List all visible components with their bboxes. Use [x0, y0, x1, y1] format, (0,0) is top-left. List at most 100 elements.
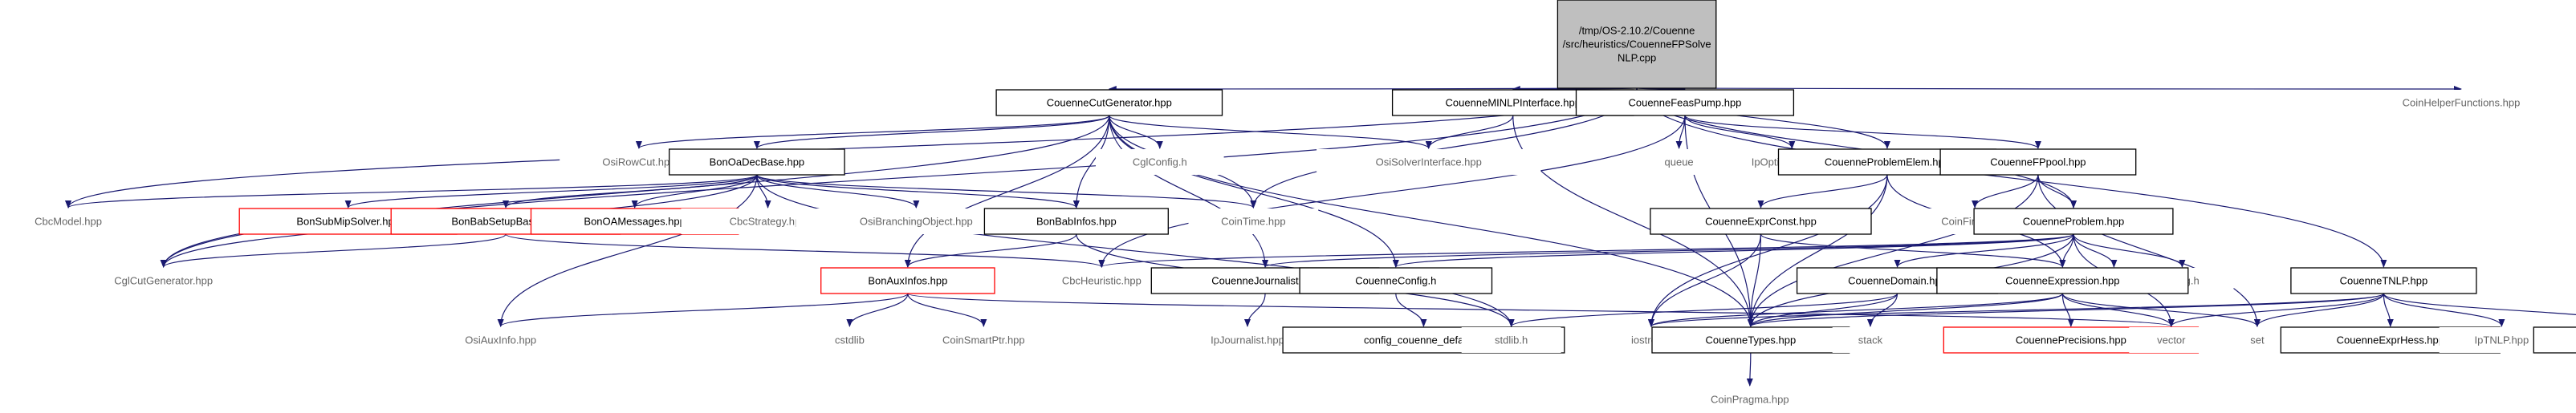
node-fppool-label: CouenneFPpool.hpp — [1990, 156, 2086, 168]
edge-auxinfos-to-cstdlib — [846, 293, 909, 327]
node-layer: /tmp/OS-2.10.2/Couenne/src/heuristics/Co… — [5, 0, 2576, 412]
edge-osdecbase-to-babinfos — [756, 174, 1080, 209]
node-expression-box — [1936, 267, 2189, 294]
node-exprconst-box — [1650, 208, 1872, 235]
node-problem[interactable]: CouenneProblem.hpp — [1973, 208, 2174, 235]
node-stack-box — [1832, 327, 1909, 353]
node-problem-box — [1973, 208, 2174, 235]
edge-problem-to-stringh — [2073, 233, 2186, 268]
edge-tnlp-to-exprhess — [2383, 293, 2394, 327]
node-types-label: CouenneTypes.hpp — [1705, 334, 1796, 346]
edge-types-to-coinpragma — [1746, 352, 1753, 387]
edge-auxinfos-to-vector — [907, 293, 2175, 327]
node-exprconst[interactable]: CouenneExprConst.hpp — [1650, 208, 1872, 235]
node-exprjac[interactable]: CouenneExprJac.hpp — [2533, 326, 2576, 354]
edge-osdecbase-to-osiauxinfo — [497, 174, 758, 327]
edge-tnlp-to-iptnlp — [2383, 293, 2505, 327]
edge-osdecbase-to-cbcmodel — [65, 174, 758, 209]
node-tnlp[interactable]: CouenneTNLP.hpp — [2290, 267, 2477, 294]
node-cutgen[interactable]: CouenneCutGenerator.hpp — [995, 89, 1223, 116]
edge-feaspump-to-ipopts — [1684, 115, 1796, 149]
edge-auxinfos-to-osiauxinfo — [497, 293, 909, 327]
edge-babsetup-to-cglcutgen — [160, 233, 507, 268]
node-set-label: set — [2250, 334, 2265, 346]
node-expression[interactable]: CouenneExpression.hpp — [1936, 267, 2189, 294]
edge-expression-to-set — [2061, 293, 2261, 327]
node-solverif-box — [1316, 149, 1541, 175]
node-exprhess-label: CouenneExprHess.hpp — [2337, 334, 2444, 346]
edge-journalist-to-ipjournal — [1244, 293, 1266, 327]
node-cbcmodel: CbcModel.hpp — [5, 209, 132, 234]
edge-exprconst-to-iostream — [1647, 233, 1762, 327]
node-feaspump-label: CouenneFeasPump.hpp — [1628, 97, 1741, 109]
node-config-label: CouenneConfig.h — [1355, 275, 1436, 287]
node-auxinfos[interactable]: BonAuxInfos.hpp — [820, 267, 995, 294]
node-feaspump[interactable]: CouenneFeasPump.hpp — [1575, 89, 1795, 116]
node-iptnlp-label: IpTNLP.hpp — [2475, 334, 2529, 346]
edge-tnlp-to-iostream — [1648, 293, 2384, 327]
node-coinhelper-box — [2334, 90, 2576, 115]
edge-probelem-to-iostream — [1647, 174, 1888, 327]
node-cglcutgen-label: CglCutGenerator.hpp — [114, 275, 213, 287]
node-set: set — [2230, 327, 2285, 353]
node-coinhelper: CoinHelperFunctions.hpp — [2334, 90, 2576, 115]
node-smartptr: CoinSmartPtr.hpp — [886, 327, 1081, 353]
node-set-box — [2230, 327, 2285, 353]
edge-problem-to-cbcheur — [1098, 233, 2074, 268]
edge-root-to-coinhelper — [1636, 85, 2462, 92]
edge-osdecbase-to-cointime — [756, 174, 1257, 209]
node-oamsg-label: BonOAMessages.hpp — [584, 216, 685, 228]
edge-tnlp-to-vector — [2167, 293, 2384, 327]
node-types[interactable]: CouenneTypes.hpp — [1651, 326, 1850, 354]
node-config[interactable]: CouenneConfig.h — [1299, 267, 1493, 294]
edge-osdecbase-to-oamsg — [631, 174, 758, 209]
node-minlp-label: CouenneMINLPInterface.hpp — [1446, 97, 1581, 109]
edge-fppool-to-types — [1747, 174, 2039, 327]
node-babinfos[interactable]: BonBabInfos.hpp — [983, 208, 1169, 235]
node-smartptr-box — [886, 327, 1081, 353]
node-cointime: CoinTime.hpp — [1188, 209, 1319, 234]
edge-domain-to-stack — [1866, 293, 1898, 327]
node-osibranch-label: OsiBranchingObject.hpp — [860, 216, 973, 228]
edge-cutgen-to-rowcut — [636, 115, 1110, 149]
edge-expression-to-iostream — [1648, 293, 2063, 327]
node-root-label: /tmp/OS-2.10.2/Couenne — [1579, 25, 1695, 37]
node-cutgen-box — [995, 89, 1223, 116]
edge-cutgen-to-journalist — [1109, 115, 1269, 268]
node-cglcutgen-box — [57, 268, 271, 294]
node-osdecbase[interactable]: BonOaDecBase.hpp — [669, 148, 845, 176]
edge-domain-to-types — [1747, 293, 1898, 327]
edge-osdecbase-to-babsetup — [503, 174, 758, 209]
node-fppool[interactable]: CouenneFPpool.hpp — [1939, 148, 2137, 176]
edge-root-to-tnlp — [1636, 87, 2387, 268]
node-root[interactable]: /tmp/OS-2.10.2/Couenne/src/heuristics/Co… — [1557, 0, 1717, 89]
edge-fppool-to-problem — [2037, 174, 2077, 209]
node-cbcmodel-box — [5, 209, 132, 234]
node-expression-label: CouenneExpression.hpp — [2005, 275, 2119, 287]
node-cfgdefault-label: config_couenne_default.h — [1364, 334, 1483, 346]
edge-expression-to-vector — [2061, 293, 2175, 327]
edge-config-to-cfgdefault — [1395, 293, 1427, 327]
node-cstdlib: cstdlib — [802, 327, 897, 353]
node-config-box — [1299, 267, 1493, 294]
node-cointime-label: CoinTime.hpp — [1221, 216, 1285, 228]
edge-osdecbase-to-stdlib — [756, 174, 1515, 327]
node-osiauxinfo-box — [417, 327, 584, 353]
node-domain-label: CouenneDomain.hpp — [1848, 275, 1947, 287]
node-journalist-label: CouenneJournalist.hpp — [1211, 275, 1319, 287]
edge-cutgen-to-cglconfig — [1109, 115, 1163, 149]
node-cglconfig-label: CglConfig.h — [1133, 156, 1187, 168]
node-root-label: /src/heuristics/CouenneFPSolve — [1563, 38, 1711, 51]
edge-problem-to-domain — [1894, 233, 2074, 268]
node-cbcmodel-label: CbcModel.hpp — [35, 216, 102, 228]
edge-tnlp-to-exprjac — [2383, 293, 2576, 315]
edge-auxinfos-to-smartptr — [907, 293, 987, 327]
node-rowcut-label: OsiRowCut.hpp — [602, 156, 675, 168]
node-babinfos-box — [983, 208, 1169, 235]
node-exprconst-label: CouenneExprConst.hpp — [1705, 216, 1817, 228]
edge-problem-to-config — [1393, 233, 2074, 268]
node-fppool-box — [1939, 148, 2137, 176]
node-babinfos-label: BonBabInfos.hpp — [1036, 216, 1117, 228]
node-problem-label: CouenneProblem.hpp — [2023, 216, 2124, 228]
edge-tnlp-to-set — [2253, 293, 2384, 327]
